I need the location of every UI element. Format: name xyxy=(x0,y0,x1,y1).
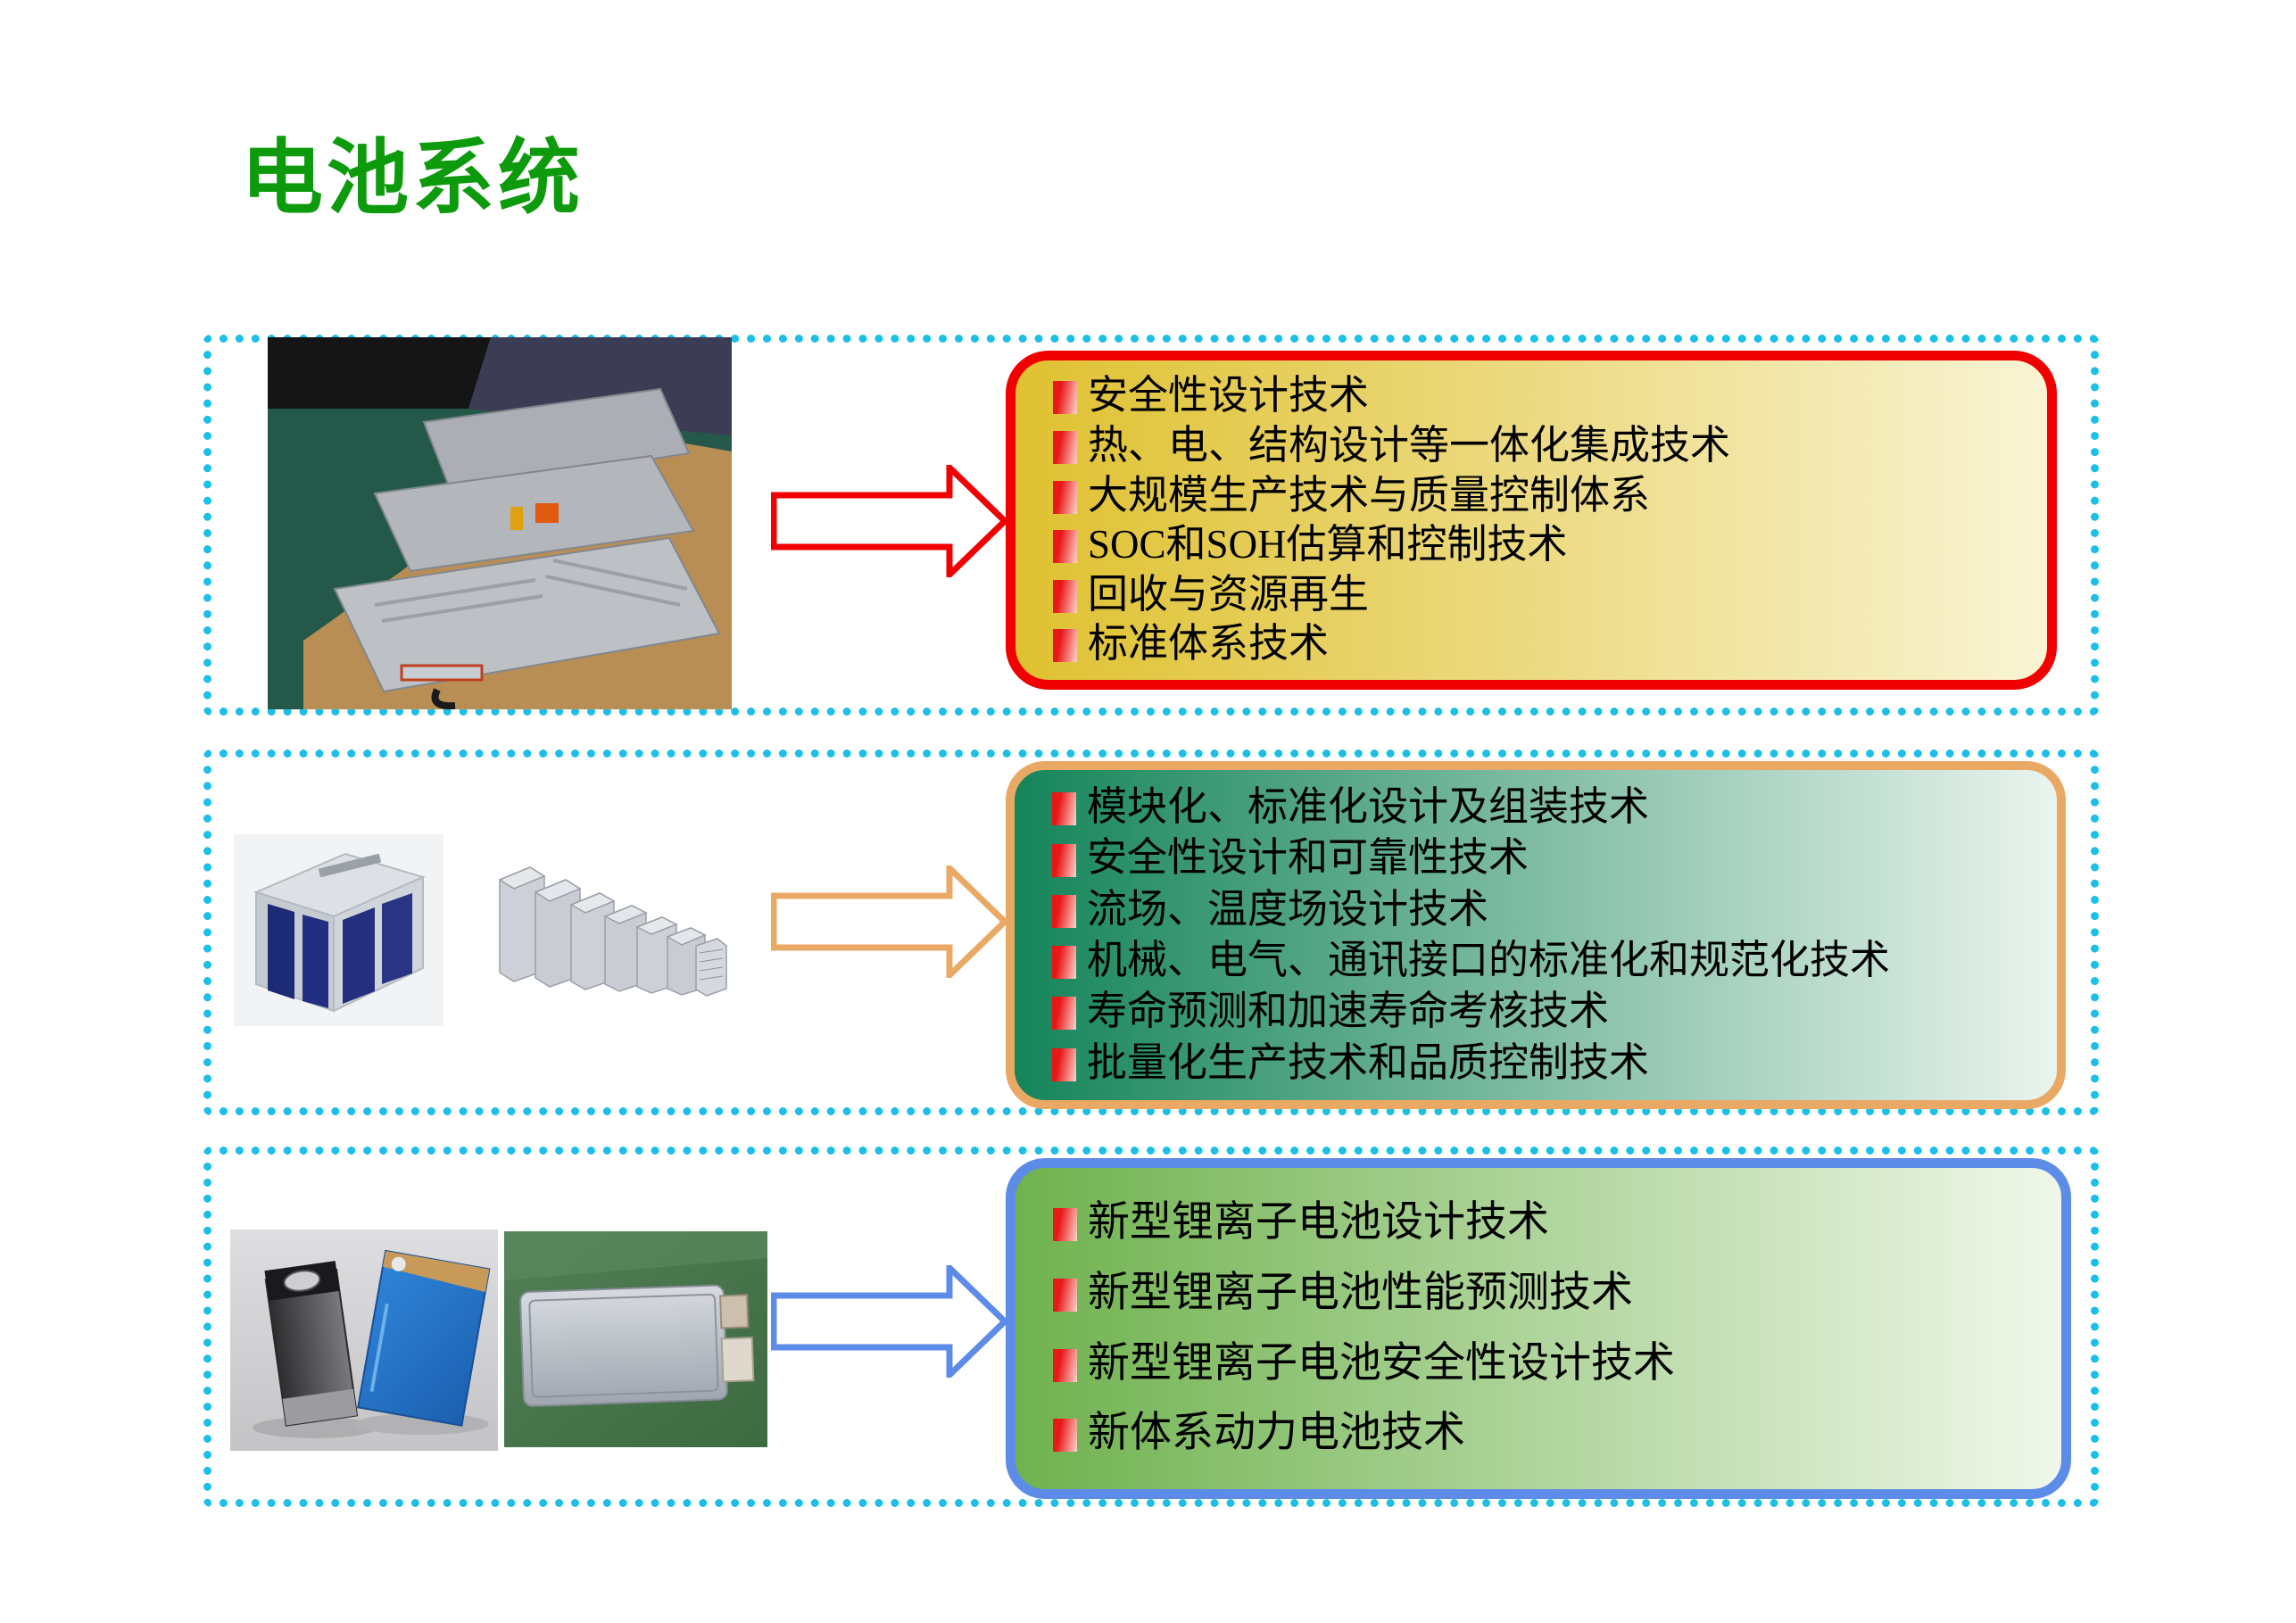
pack-tech-box: 安全性设计技术 热、电、结构设计等一体化集成技术 大规模生产技术与质量控制体系 … xyxy=(1006,351,2057,690)
right-arrow-icon-module xyxy=(771,865,1008,978)
tech-item-label: 热、电、结构设计等一体化集成技术 xyxy=(1088,422,1731,468)
bullet-icon xyxy=(1052,946,1076,980)
battery-module-photo xyxy=(234,834,443,1026)
tech-item-label: 新型锂离子电池性能预测技术 xyxy=(1088,1269,1633,1316)
bullet-icon xyxy=(1053,1348,1077,1382)
bullet-icon xyxy=(1052,843,1076,877)
module-tech-box: 模块化、标准化设计及组装技术 安全性设计和可靠性技术 流场、温度场设计技术 机械… xyxy=(1006,761,2066,1109)
tech-item-label: 新体系动力电池技术 xyxy=(1088,1410,1465,1457)
tech-item: 新体系动力电池技术 xyxy=(1053,1410,2045,1457)
bullet-icon xyxy=(1053,579,1077,613)
module-row-photo xyxy=(493,846,732,999)
tech-item-label: 机械、电气、通讯接口的标准化和规范化技术 xyxy=(1087,938,1891,982)
bullet-icon xyxy=(1052,894,1076,928)
tech-item: 批量化生产技术和品质控制技术 xyxy=(1052,1039,2041,1085)
bullet-icon xyxy=(1052,792,1076,826)
tech-item-label: 标准体系技术 xyxy=(1088,621,1330,667)
bullet-icon xyxy=(1053,431,1077,465)
section-module-border xyxy=(203,749,2099,1115)
tech-item-label: SOC和SOH估算和控制技术 xyxy=(1088,522,1568,567)
tech-item-label: 新型锂离子电池设计技术 xyxy=(1088,1199,1549,1246)
bullet-icon xyxy=(1053,1279,1077,1312)
tech-item-label: 新型锂离子电池安全性设计技术 xyxy=(1088,1339,1675,1387)
tech-item: 安全性设计和可靠性技术 xyxy=(1052,837,2041,879)
tech-item-label: 流场、温度场设计技术 xyxy=(1087,886,1489,932)
tech-item: 标准体系技术 xyxy=(1053,623,2031,665)
tech-item: 模块化、标准化设计及组装技术 xyxy=(1052,784,2041,830)
page-title: 电池系统 xyxy=(241,133,584,224)
prismatic-cells-photo xyxy=(230,1230,498,1451)
tech-item: 新型锂离子电池安全性设计技术 xyxy=(1053,1339,2045,1387)
tech-item-label: 安全性设计技术 xyxy=(1088,373,1370,418)
battery-pack-photo xyxy=(268,337,732,710)
tech-item: 新型锂离子电池性能预测技术 xyxy=(1053,1271,2045,1315)
tech-item: 大规模生产技术与质量控制体系 xyxy=(1053,472,2031,518)
tech-item-label: 回收与资源再生 xyxy=(1088,571,1370,617)
section-cell-border xyxy=(203,1147,2099,1507)
pouch-cell-photo xyxy=(504,1231,767,1447)
tech-item-label: 大规模生产技术与质量控制体系 xyxy=(1088,472,1651,518)
tech-item-label: 批量化生产技术和品质控制技术 xyxy=(1087,1039,1650,1085)
tech-item: 流场、温度场设计技术 xyxy=(1052,886,2041,932)
tech-item: SOC和SOH估算和控制技术 xyxy=(1053,522,2031,567)
bullet-icon xyxy=(1053,629,1077,663)
bullet-icon xyxy=(1053,1419,1077,1453)
tech-item: 安全性设计技术 xyxy=(1053,375,2031,417)
tech-item-label: 模块化、标准化设计及组装技术 xyxy=(1087,784,1650,830)
bullet-icon xyxy=(1053,480,1077,514)
tech-item: 新型锂离子电池设计技术 xyxy=(1053,1199,2045,1246)
bullet-icon xyxy=(1052,997,1076,1031)
bullet-icon xyxy=(1052,1047,1076,1081)
tech-item-label: 寿命预测和加速寿命考核技术 xyxy=(1087,989,1610,1034)
tech-item: 回收与资源再生 xyxy=(1053,571,2031,617)
right-arrow-icon-cell xyxy=(771,1265,1008,1378)
bullet-icon xyxy=(1053,381,1077,415)
tech-item: 寿命预测和加速寿命考核技术 xyxy=(1052,990,2041,1032)
bullet-icon xyxy=(1053,530,1077,564)
tech-item-label: 安全性设计和可靠性技术 xyxy=(1087,835,1529,881)
bullet-icon xyxy=(1053,1208,1077,1242)
cell-tech-box: 新型锂离子电池设计技术 新型锂离子电池性能预测技术 新型锂离子电池安全性设计技术… xyxy=(1006,1158,2071,1499)
right-arrow-icon-pack xyxy=(771,465,1008,577)
tech-item: 热、电、结构设计等一体化集成技术 xyxy=(1053,422,2031,468)
section-pack-border xyxy=(203,335,2099,716)
tech-item: 机械、电气、通讯接口的标准化和规范化技术 xyxy=(1052,938,2041,982)
